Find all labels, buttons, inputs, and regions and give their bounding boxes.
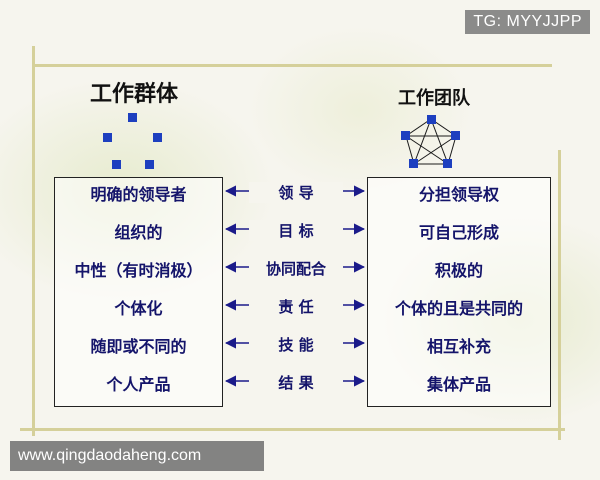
group-node <box>112 160 121 169</box>
team-network <box>405 118 457 165</box>
group-node <box>153 133 162 142</box>
left-title: 工作群体 <box>90 81 179 107</box>
dimension-goal: 目 标 <box>249 220 343 241</box>
team-item-responsibility: 个体的且是共同的 <box>394 299 523 318</box>
right-title: 工作团队 <box>398 88 470 109</box>
watermark-bottom: www.qingdaodaheng.com <box>10 441 264 471</box>
group-box <box>54 177 223 407</box>
team-item-synergy: 积极的 <box>434 261 483 280</box>
frame-line-top <box>32 64 552 67</box>
team-item-skills: 相互补充 <box>426 337 491 356</box>
group-item-synergy: 中性（有时消极） <box>74 261 203 280</box>
watermark-top: TG: MYYJJPP <box>465 10 590 34</box>
team-node <box>427 115 436 124</box>
team-item-leadership: 分担领导权 <box>418 185 499 204</box>
team-box <box>367 177 551 407</box>
dimension-result: 结 果 <box>249 372 343 393</box>
team-node <box>443 159 452 168</box>
team-node <box>401 131 410 140</box>
team-item-result: 集体产品 <box>426 375 491 394</box>
group-item-result: 个人产品 <box>106 375 171 394</box>
team-node <box>409 159 418 168</box>
group-item-responsibility: 个体化 <box>114 299 163 318</box>
frame-line-left <box>32 46 35 436</box>
dimension-leadership: 领 导 <box>249 182 343 203</box>
group-node <box>128 113 137 122</box>
dimension-skills: 技 能 <box>249 334 343 355</box>
group-item-skills: 随即或不同的 <box>90 337 187 356</box>
frame-line-right <box>558 150 561 440</box>
dimension-synergy: 协同配合 <box>249 258 343 279</box>
group-item-goal: 组织的 <box>114 223 163 242</box>
group-node <box>103 133 112 142</box>
dimension-responsibility: 责 任 <box>249 296 343 317</box>
group-item-leadership: 明确的领导者 <box>90 185 187 204</box>
group-node <box>145 160 154 169</box>
team-item-goal: 可自己形成 <box>418 223 499 242</box>
frame-line-bottom <box>20 428 565 431</box>
team-node <box>451 131 460 140</box>
